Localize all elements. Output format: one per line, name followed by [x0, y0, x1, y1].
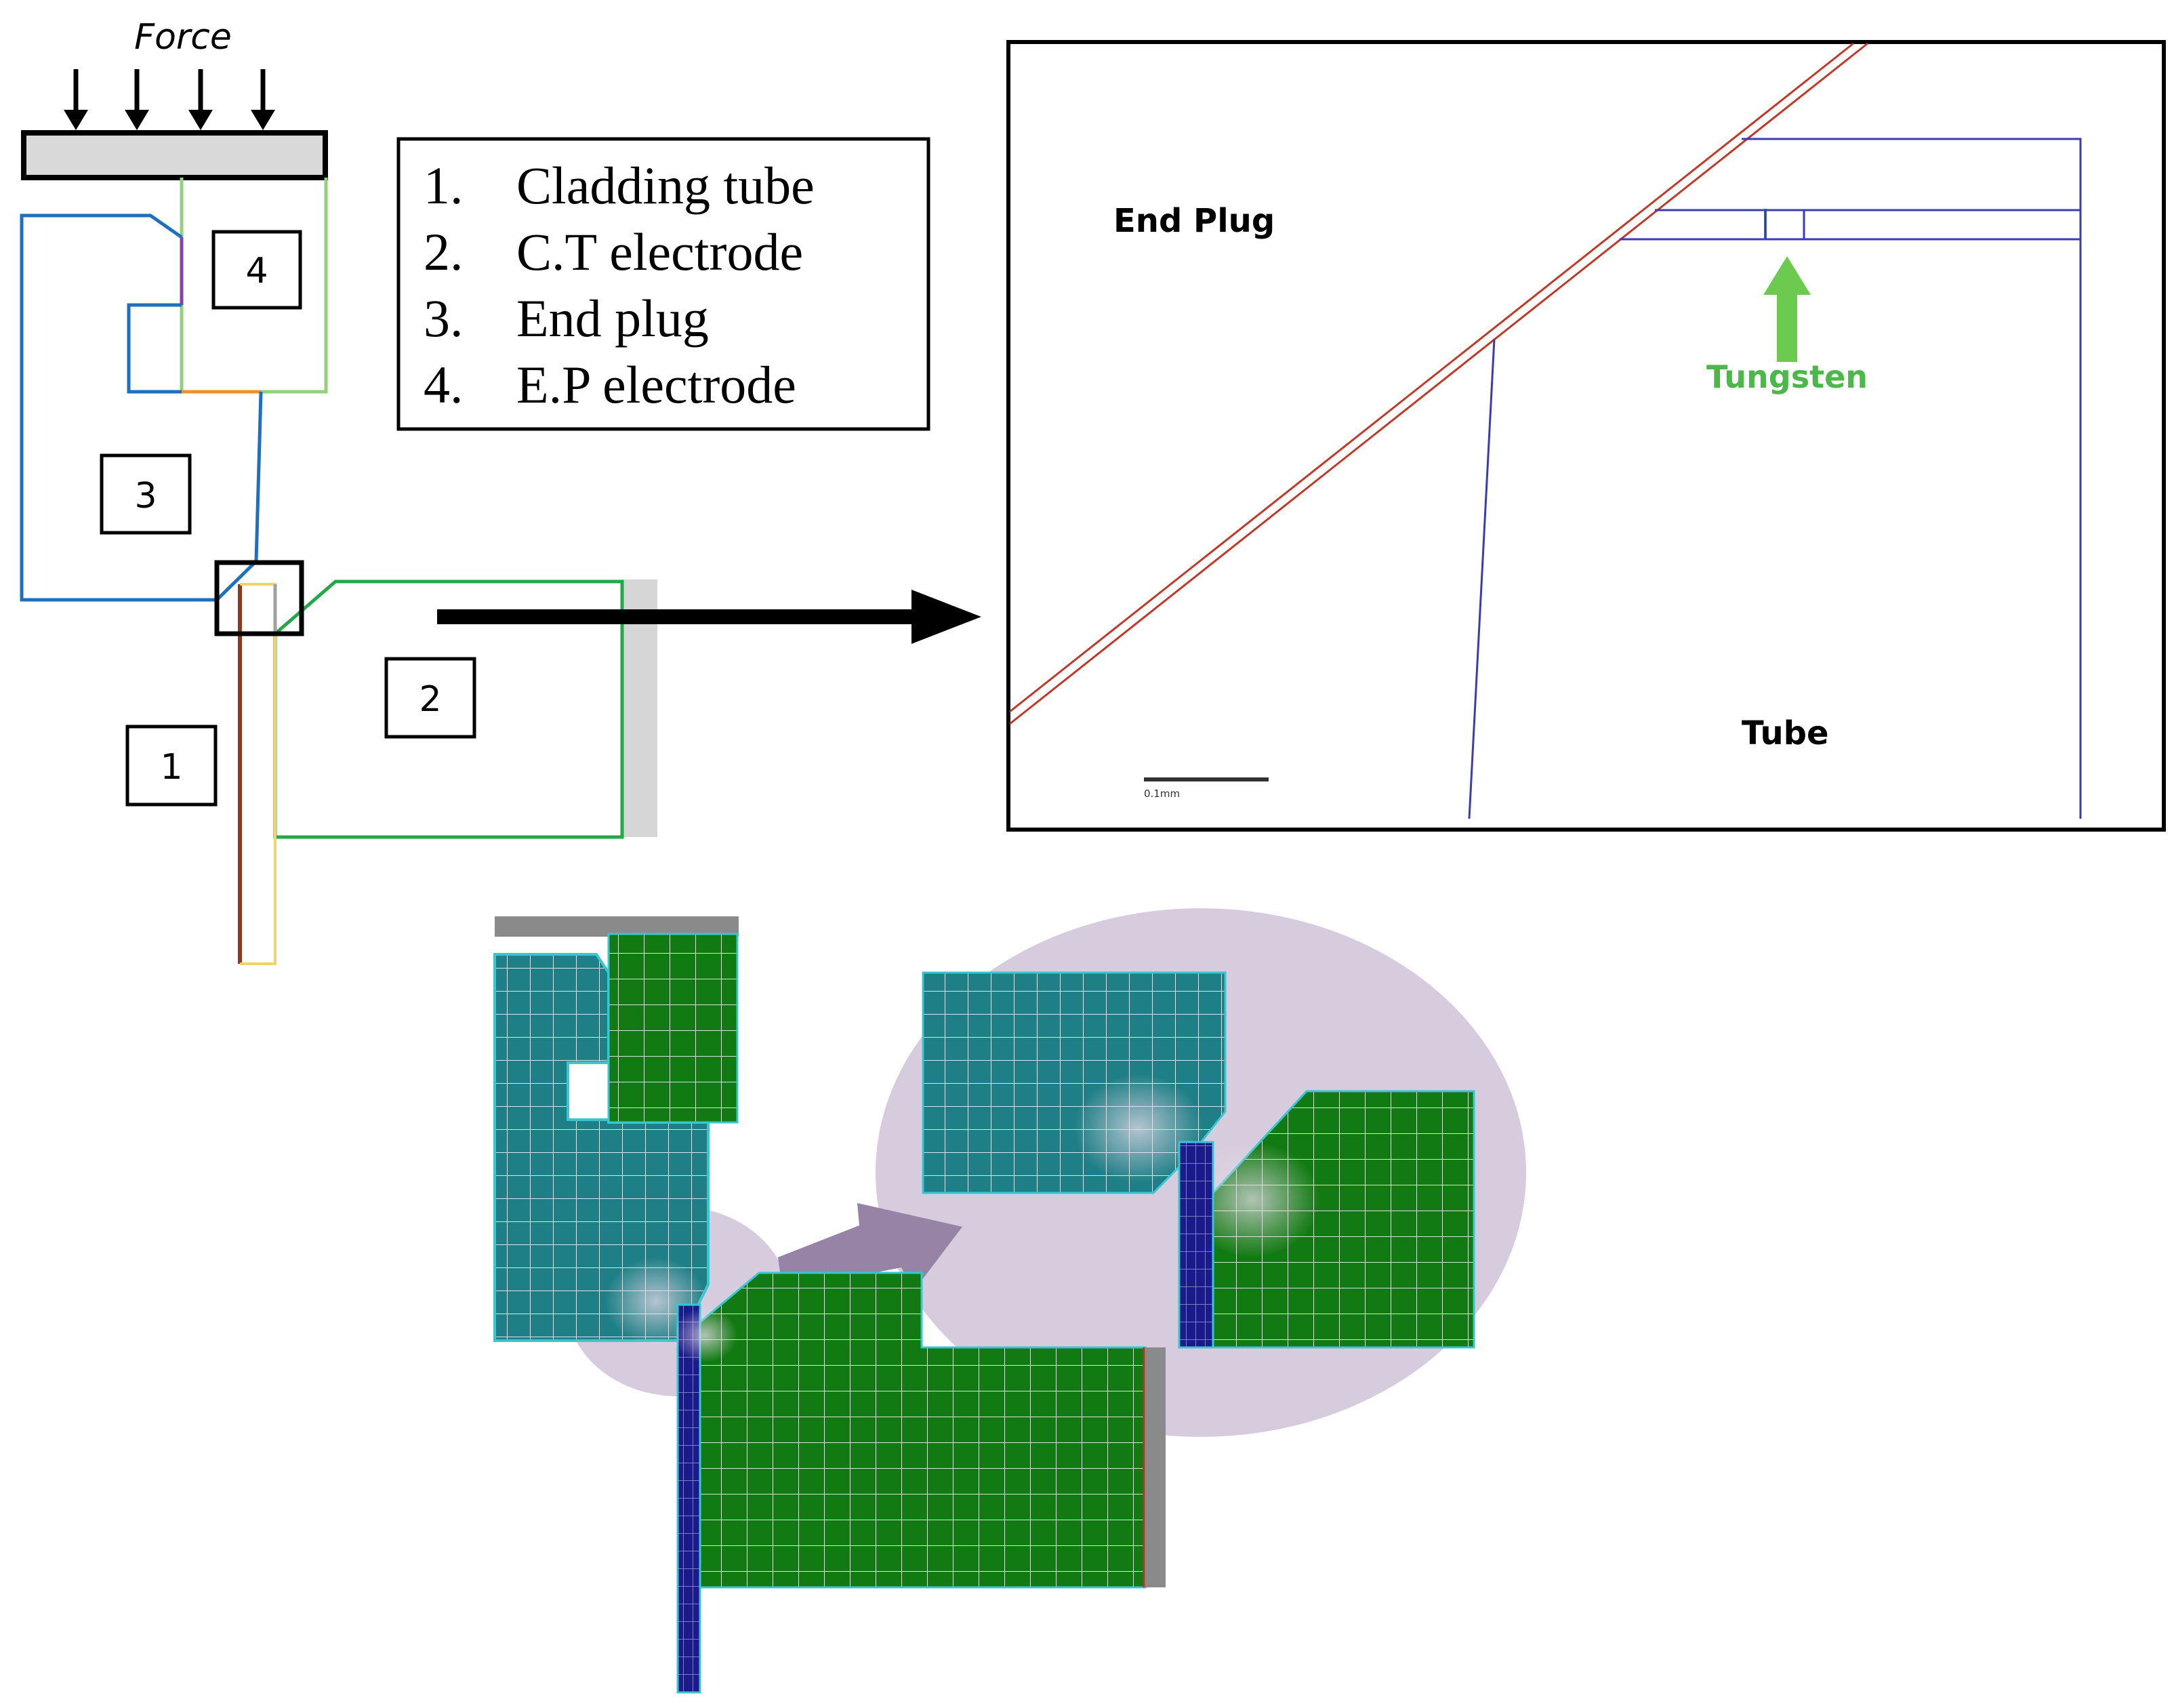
legend-item: 4. E.P electrode — [424, 355, 796, 414]
scale-bar-label: 0.1mm — [1144, 788, 1180, 800]
mesh-ep-electrode — [607, 933, 739, 1124]
tube-label: Tube — [1742, 714, 1829, 752]
pressure-plate — [21, 130, 328, 180]
welding-schematic: Force 4 3 — [20, 17, 981, 965]
svg-text:1.: 1. — [424, 156, 464, 215]
end-plug-label: End Plug — [1113, 202, 1275, 240]
legend-item: 3. End plug — [424, 289, 709, 348]
svg-text:C.T electrode: C.T electrode — [516, 222, 803, 281]
mesh-refinement-zone — [1074, 1074, 1203, 1183]
mesh-refinement-zone — [672, 1308, 737, 1362]
svg-text:2: 2 — [419, 679, 441, 720]
tungsten-segment — [1764, 209, 1805, 241]
svg-text:E.P electrode: E.P electrode — [516, 355, 796, 414]
zoomed-interface-view: End Plug Tube Tungsten 0.1mm — [1006, 40, 2166, 832]
cladding-tube-outline — [240, 583, 276, 965]
interface-line-inner — [1009, 42, 1868, 725]
mesh-detail-cladding-tube — [1178, 1141, 1214, 1349]
svg-text:3: 3 — [134, 476, 157, 516]
mesh-refinement-zone — [1185, 1142, 1320, 1257]
legend: 1. Cladding tube 2. C.T electrode 3. End… — [396, 137, 930, 431]
svg-text:End plug: End plug — [516, 289, 709, 348]
zoom-frame — [1006, 40, 2166, 832]
svg-text:3.: 3. — [424, 289, 464, 348]
tube-boundary-lines — [1468, 138, 2082, 819]
mesh-cladding-tube — [676, 1303, 701, 1694]
zoom-selection-box — [214, 560, 304, 636]
legend-item: 2. C.T electrode — [424, 222, 803, 281]
force-label: Force — [134, 17, 232, 58]
svg-text:1: 1 — [160, 747, 182, 788]
mesh-ct-electrode — [695, 1272, 1147, 1589]
svg-text:Cladding tube: Cladding tube — [516, 156, 815, 215]
scale-bar: 0.1mm — [1144, 777, 1269, 800]
zoom-bubble-arrow — [778, 1203, 962, 1291]
interface-line-outer — [1009, 42, 1854, 713]
legend-frame — [396, 137, 930, 431]
zoom-arrow — [437, 590, 981, 644]
force-arrows — [64, 69, 275, 130]
fe-mesh-model — [493, 908, 1526, 1694]
svg-text:2.: 2. — [424, 222, 464, 281]
force-arrow — [64, 69, 88, 130]
tungsten-arrow — [1763, 256, 1811, 362]
legend-item: 1. Cladding tube — [424, 156, 815, 215]
force-arrow — [251, 69, 275, 130]
force-arrow — [125, 69, 149, 130]
svg-text:4: 4 — [245, 251, 268, 291]
mesh-ct-backing — [1145, 1347, 1166, 1587]
tungsten-label: Tungsten — [1706, 359, 1868, 395]
svg-text:4.: 4. — [424, 355, 464, 414]
region-label-1: 1 — [125, 725, 218, 807]
region-label-4: 4 — [211, 230, 302, 310]
region-label-3: 3 — [100, 453, 192, 535]
force-arrow — [188, 69, 213, 130]
region-label-2: 2 — [384, 657, 476, 739]
